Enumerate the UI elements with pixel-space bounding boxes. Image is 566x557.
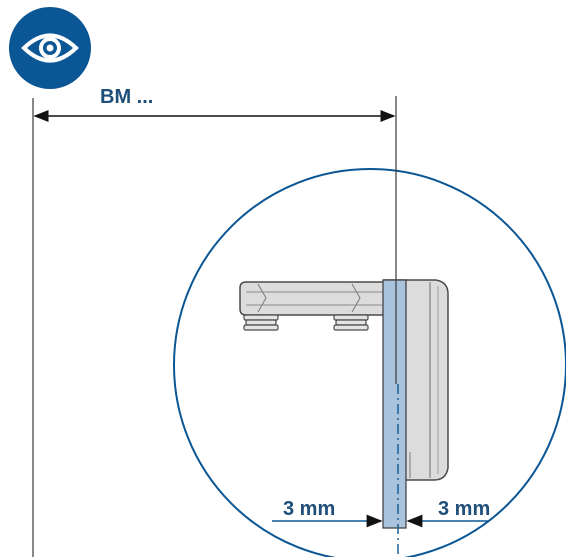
zoom-circle	[173, 168, 566, 557]
gap-left-label: 3 mm	[283, 498, 335, 520]
width-dimension-label: BM ...	[100, 86, 153, 108]
screw-right	[333, 314, 369, 331]
panel	[382, 279, 407, 529]
screw-left	[243, 314, 279, 331]
hinge-plate	[239, 281, 385, 316]
zoom-detail: 3 mm 3 mm	[173, 168, 566, 557]
gap-right-label: 3 mm	[438, 498, 490, 520]
eye-icon	[21, 33, 79, 63]
view-badge	[9, 7, 91, 89]
